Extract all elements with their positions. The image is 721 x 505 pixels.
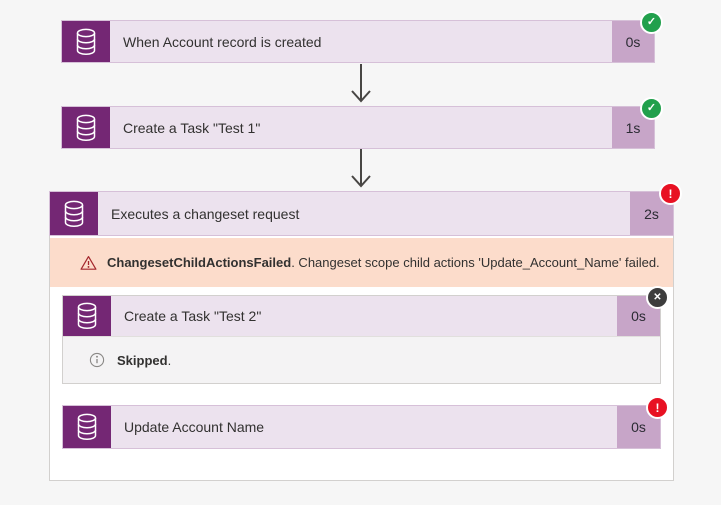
action-card-create-task-1[interactable]: Create a Task "Test 1" 1s ✓ [61,97,663,149]
skipped-text-suffix: . [167,352,172,368]
dataverse-icon-tile [50,192,98,235]
action-card-create-task-2-group: Create a Task "Test 2" 0s ✕ Skipped. [62,286,669,384]
cancelled-badge-icon: ✕ [646,286,669,309]
warning-triangle-icon [80,255,97,271]
database-icon [64,200,84,227]
connector-arrow-icon [351,149,371,188]
success-check-badge-icon: ✓ [640,97,663,120]
status-note-skipped: Skipped. [63,336,660,383]
action-card-update-account-name[interactable]: Update Account Name 0s ! [62,396,669,449]
scope-title: Executes a changeset request [111,205,300,222]
action-title: Create a Task "Test 1" [123,119,261,136]
error-badge-icon: ! [659,182,682,205]
dataverse-icon-tile [63,406,111,448]
connector-arrow-icon [351,64,371,103]
database-icon [76,114,96,141]
changeset-scope-container: Executes a changeset request 2s ! Change… [49,182,682,481]
error-badge-icon: ! [646,396,669,419]
action-title: Create a Task "Test 2" [124,308,262,324]
action-card-create-task-2[interactable]: Create a Task "Test 2" 0s ✕ [63,286,669,336]
action-title: Update Account Name [124,419,265,435]
success-check-badge-icon: ✓ [640,11,663,34]
dataverse-icon-tile [62,107,110,148]
skipped-text: Skipped [117,352,168,368]
error-code-text: ChangesetChildActionsFailed [107,255,292,270]
database-icon [76,28,96,55]
error-message-text: . Changeset scope child actions 'Update_… [291,255,660,270]
dataverse-icon-tile [62,21,110,62]
trigger-card-when-account-created[interactable]: When Account record is created 0s ✓ [61,11,663,63]
error-message-banner: ChangesetChildActionsFailed. Changeset s… [50,238,673,287]
database-icon [77,413,97,441]
dataverse-icon-tile [63,296,111,336]
info-circle-icon [89,352,105,368]
database-icon [77,302,97,330]
scope-header-card-changeset[interactable]: Executes a changeset request 2s ! [49,182,682,236]
action-duration: 0s [617,296,660,336]
trigger-title: When Account record is created [123,33,322,50]
